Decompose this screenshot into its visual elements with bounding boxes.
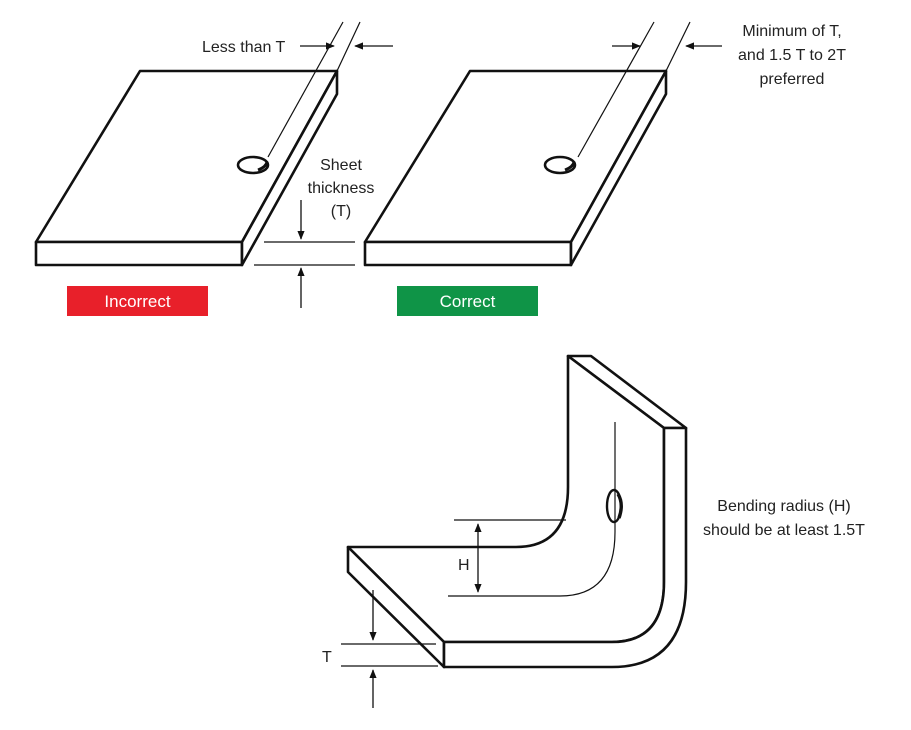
bending-radius-label-line1: Bending radius (H) <box>717 498 850 515</box>
incorrect-plate-side-edge <box>240 69 339 267</box>
bent-bracket <box>341 354 688 708</box>
sheet-thickness-dimension <box>254 200 355 308</box>
bending-radius-label-line2: should be at least 1.5T <box>703 522 865 539</box>
correct-plate <box>363 21 722 267</box>
minimum-label-line2: and 1.5 T to 2T <box>738 47 846 64</box>
incorrect-plate-front-edge <box>34 240 244 267</box>
minimum-label-line3: preferred <box>760 71 825 88</box>
less-than-t-label: Less than T <box>202 39 286 56</box>
sheet-thickness-label-line1: Sheet <box>320 157 362 174</box>
incorrect-plate <box>34 21 393 267</box>
incorrect-plate-hole <box>236 155 270 175</box>
bracket-outer-bend-edge <box>442 426 688 669</box>
correct-label: Correct <box>440 292 496 311</box>
incorrect-badge <box>67 286 208 316</box>
sheet-thickness-label-line2: thickness <box>308 180 375 197</box>
t-marker-label: T <box>322 649 332 666</box>
correct-plate-side-edge <box>569 69 668 267</box>
sheet-thickness-label-line3: (T) <box>331 203 351 220</box>
minimum-label-line1: Minimum of T, <box>742 23 841 40</box>
correct-plate-hole <box>543 155 577 175</box>
correct-plate-front-edge <box>363 240 573 267</box>
bracket-hole-reference-line <box>448 422 616 597</box>
h-marker-label: H <box>458 557 470 574</box>
incorrect-label: Incorrect <box>104 292 170 311</box>
correct-badge <box>397 286 538 316</box>
